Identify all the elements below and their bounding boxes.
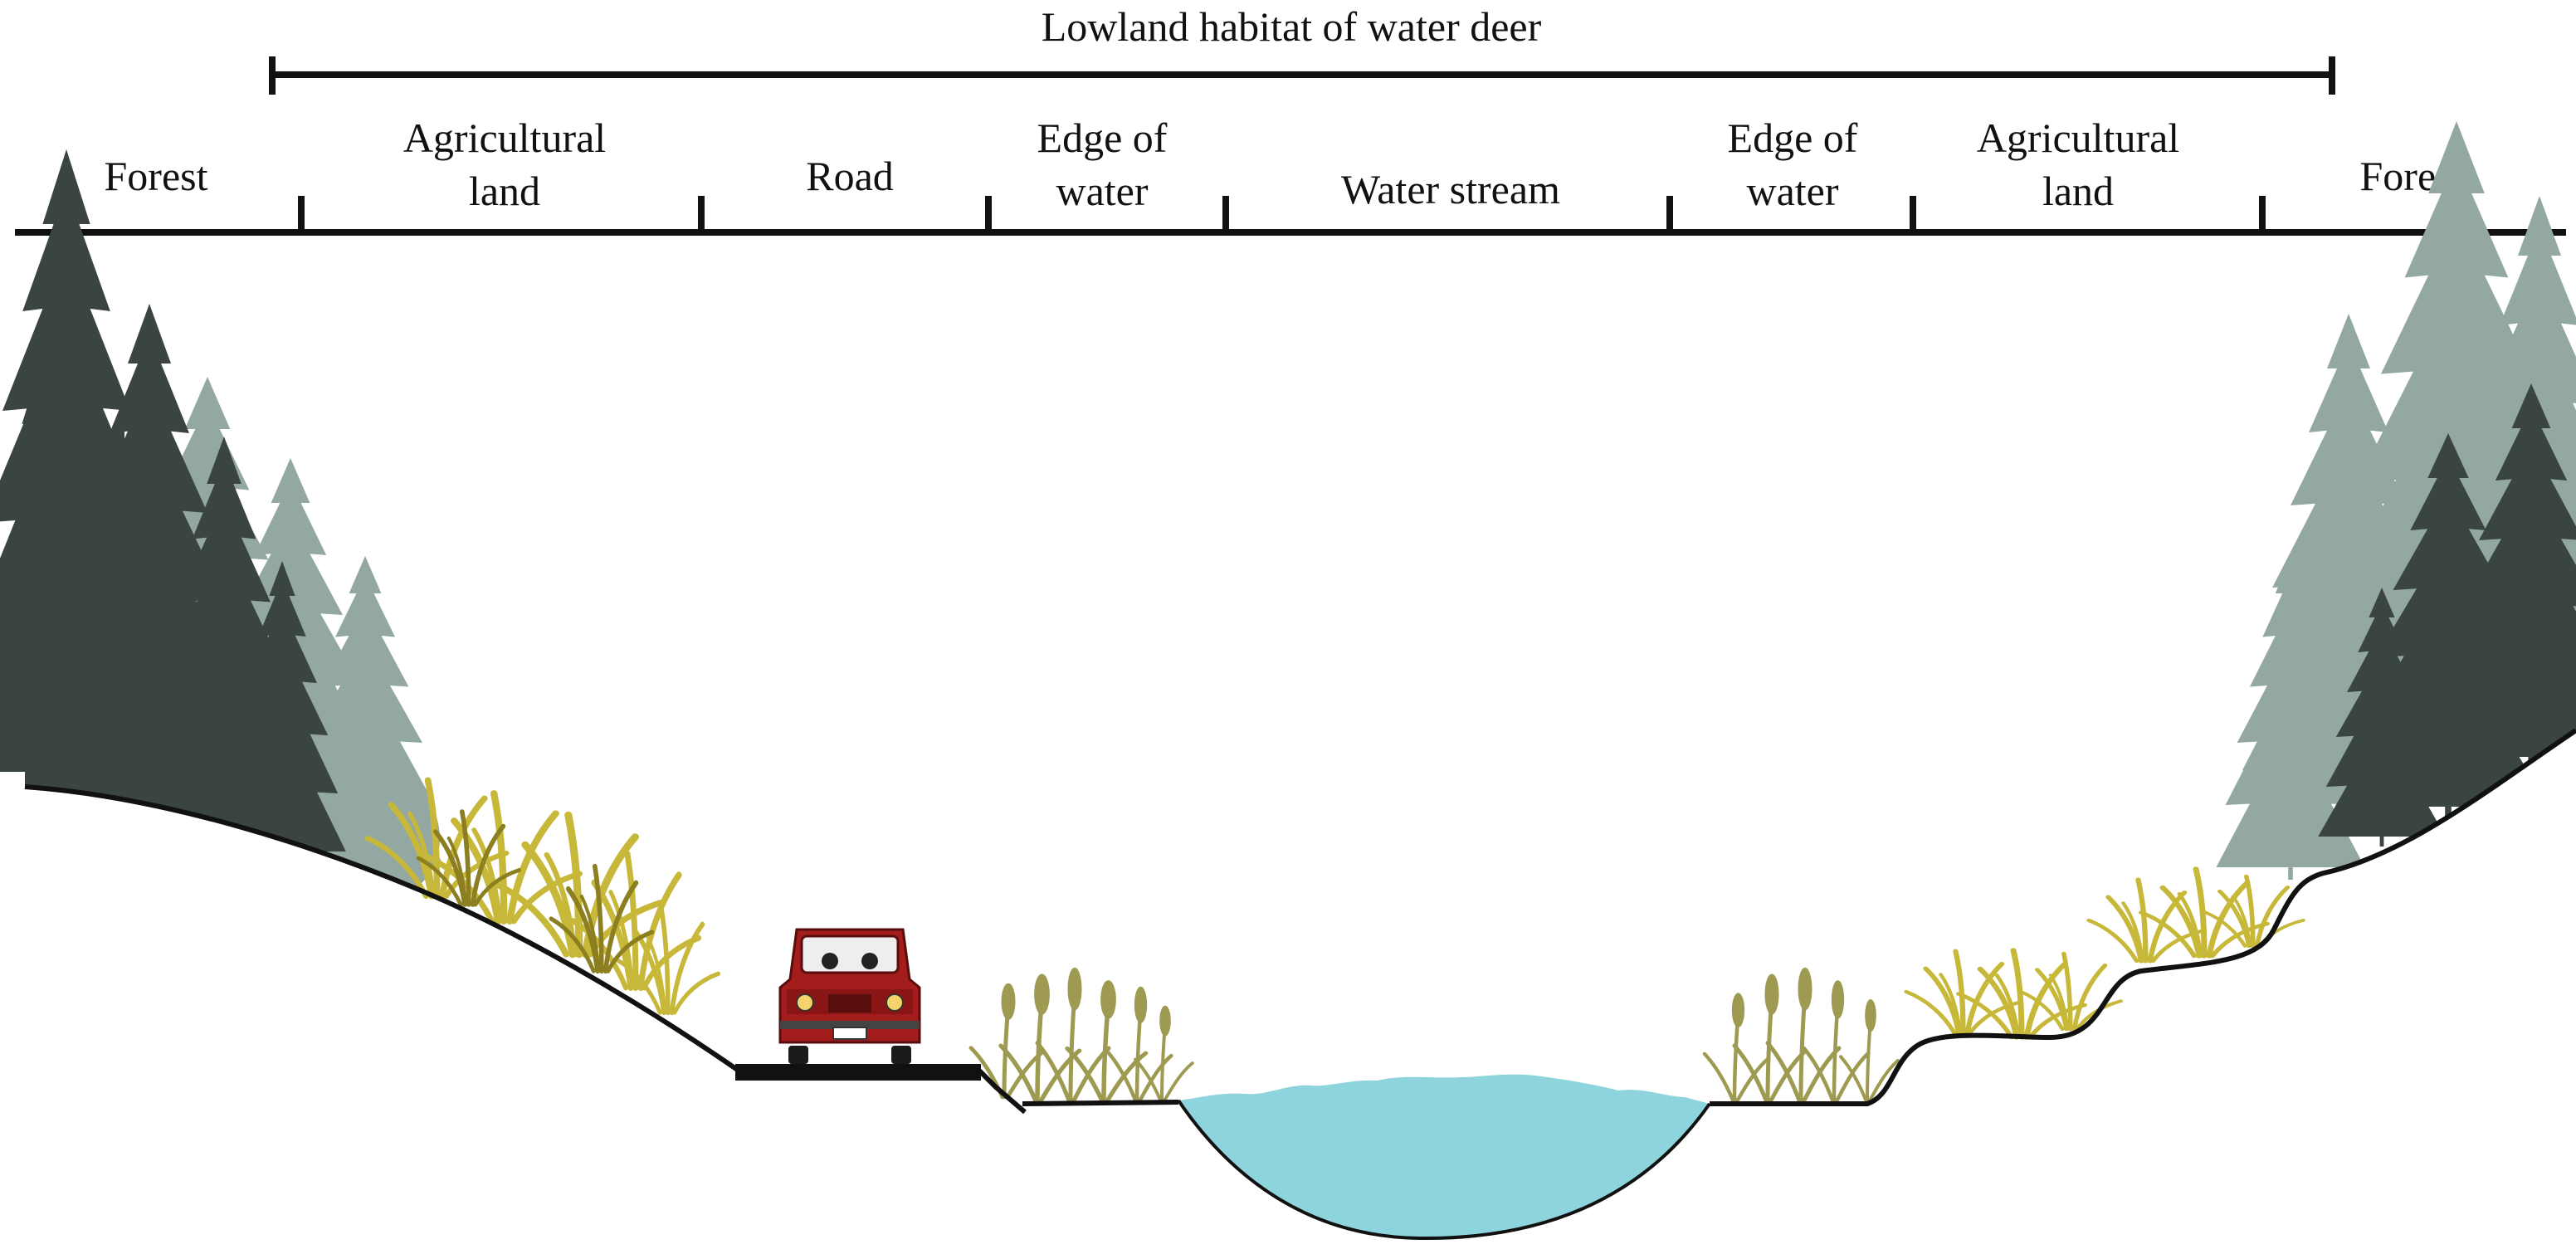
- ground-mask: [0, 730, 2576, 1254]
- reeds-left: [971, 968, 1193, 1100]
- reed-cluster-icon: [1734, 974, 1806, 1100]
- jeep-icon: [778, 928, 921, 1064]
- zone-label-forest-left: Forest: [104, 153, 208, 199]
- zone-label-edge-of-water-left: Edge of water: [1037, 115, 1168, 214]
- road-surface: [735, 1064, 981, 1081]
- zone-label-agricultural-land-right: Agricultural land: [1976, 115, 2180, 214]
- zone-label-edge-of-water-right: Edge of water: [1727, 115, 1858, 214]
- habitat-span-bracket: [269, 56, 2335, 95]
- diagram-title: Lowland habitat of water deer: [1041, 3, 1542, 50]
- zone-label-agricultural-land-left: Agricultural land: [402, 115, 607, 214]
- forest-left-dark-trees: [0, 149, 346, 863]
- reeds-right: [1705, 968, 1898, 1100]
- grass-tuft-icon: [1906, 951, 2020, 1032]
- water-stream-outline: [1177, 1099, 1711, 1241]
- zone-axis: [15, 196, 2566, 236]
- zone-label-water-stream: Water stream: [1341, 166, 1560, 212]
- zone-label-road: Road: [806, 153, 894, 199]
- terrain-profile: [24, 728, 2576, 1115]
- water-stream-body: [1178, 1074, 1710, 1239]
